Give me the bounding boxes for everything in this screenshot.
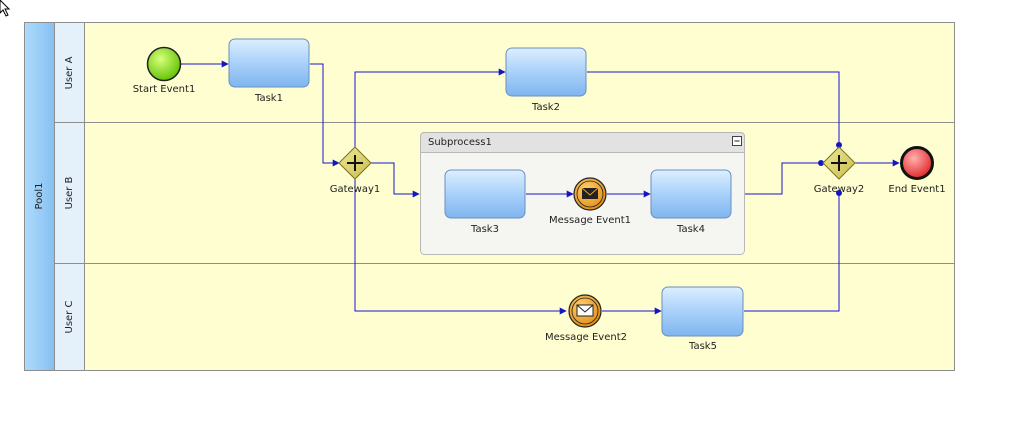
flow-task1-gateway1[interactable]	[310, 63, 340, 167]
flow-gateway1-subprocess[interactable]	[371, 162, 420, 198]
end-event[interactable]: End Event1	[888, 146, 946, 196]
collapse-button[interactable]	[732, 136, 742, 146]
start-event[interactable]: Start Event1	[133, 46, 196, 96]
flow-task2-gateway2[interactable]	[587, 71, 840, 145]
lane-label: User B	[64, 176, 75, 209]
task1-label: Task1	[254, 93, 283, 104]
gateway2-label: Gateway2	[814, 184, 865, 195]
lane-header[interactable]	[54, 122, 85, 264]
start-event-label: Start Event1	[133, 84, 196, 95]
lane-header[interactable]	[54, 263, 85, 371]
task3[interactable]: Task3	[444, 169, 526, 235]
parallel-plus-icon	[347, 155, 363, 171]
task2[interactable]: Task2	[505, 47, 587, 113]
gateway1-label: Gateway1	[330, 184, 381, 195]
lane-user-c[interactable]: User C	[54, 263, 955, 371]
gateway2[interactable]: Gateway2	[814, 146, 865, 195]
subprocess-label: Subprocess1	[428, 137, 492, 148]
task3-label: Task3	[470, 224, 499, 235]
connection-dots	[818, 142, 842, 196]
pool-header[interactable]	[24, 22, 55, 371]
flow-subprocess-gateway2[interactable]	[745, 162, 822, 195]
task1[interactable]: Task1	[228, 38, 310, 104]
lane-label: User A	[64, 56, 75, 89]
message-event2[interactable]: Message Event2	[545, 294, 627, 343]
message-event2-label: Message Event2	[545, 332, 627, 343]
sequence-flows	[181, 60, 900, 315]
end-event-label: End Event1	[888, 184, 945, 195]
message-event1-label: Message Event1	[549, 215, 631, 226]
message-event1[interactable]: Message Event1	[549, 177, 631, 226]
task5[interactable]: Task5	[661, 286, 744, 352]
envelope-icon	[576, 304, 594, 317]
flow-task5-gateway2[interactable]	[744, 193, 840, 312]
mouse-cursor-icon	[0, 0, 11, 17]
task4-label: Task4	[676, 224, 705, 235]
gateway1[interactable]: Gateway1	[330, 146, 381, 195]
lane-label: User C	[64, 301, 75, 334]
task5-label: Task5	[688, 341, 717, 352]
pool-label: Pool1	[34, 182, 45, 209]
parallel-plus-icon	[831, 155, 847, 171]
task4[interactable]: Task4	[650, 169, 732, 235]
flow-gateway1-message2[interactable]	[354, 179, 567, 315]
envelope-icon	[581, 187, 599, 199]
flow-gateway1-task2[interactable]	[354, 68, 506, 147]
task2-label: Task2	[531, 102, 560, 113]
